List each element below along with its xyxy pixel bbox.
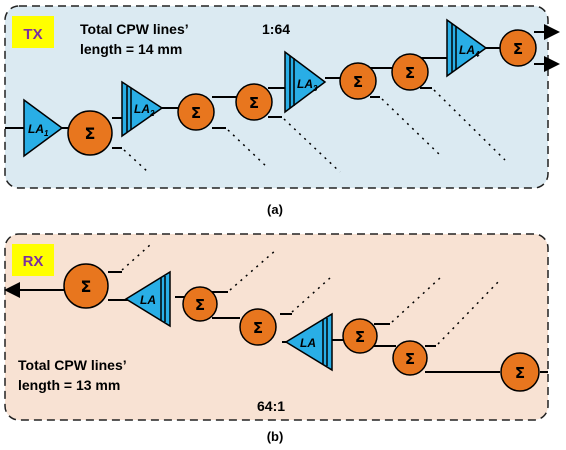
tx-amplifier-la1: LA1 (23, 98, 64, 158)
tx-dotted-lines (123, 89, 506, 173)
tx-combiner-3: Σ (235, 83, 273, 121)
rx-badge-text: RX (23, 253, 44, 270)
rx-dotted-lines (121, 244, 501, 345)
svg-text:LA: LA (300, 336, 316, 350)
svg-text:Σ: Σ (195, 296, 205, 314)
tx-panel-background (4, 5, 549, 189)
svg-text:LA1: LA1 (28, 122, 49, 138)
tx-panel: TX Total CPW lines’ length = 14 mm 1:64 (4, 5, 560, 189)
svg-text:Σ: Σ (405, 64, 415, 82)
tx-combiner-1: Σ (67, 110, 113, 156)
svg-text:Σ: Σ (85, 124, 96, 143)
rx-note-line1: Total CPW lines’ (18, 357, 127, 373)
tx-amplifier-la3: LA3 (284, 50, 327, 114)
tx-badge (12, 16, 54, 48)
tx-ratio: 1:64 (262, 21, 290, 37)
rx-combiner-1: Σ (63, 263, 109, 309)
caption-b: (b) (267, 429, 284, 444)
rx-combiner-5: Σ (392, 340, 428, 376)
tx-combiner-2: Σ (177, 93, 215, 131)
rx-ratio: 64:1 (257, 398, 285, 414)
svg-text:LA4: LA4 (459, 43, 480, 59)
rx-amplifier-2: LA (284, 312, 333, 372)
svg-text:Σ: Σ (191, 104, 201, 122)
svg-text:Σ: Σ (405, 350, 415, 368)
caption-a: (a) (267, 202, 283, 217)
svg-text:Σ: Σ (513, 40, 523, 58)
tx-combiner-5: Σ (391, 53, 429, 91)
rx-panel: RX Total CPW lines’ length = 13 mm 64:1 (4, 233, 549, 421)
rx-combiner-2: Σ (182, 286, 218, 322)
svg-text:Σ: Σ (355, 328, 365, 346)
svg-text:Σ: Σ (515, 364, 525, 382)
rx-combiner-3: Σ (239, 308, 277, 346)
tx-badge-text: TX (23, 26, 42, 43)
svg-text:LA: LA (140, 293, 156, 307)
tx-note-line2: length = 14 mm (80, 41, 182, 57)
rx-wires (108, 271, 548, 373)
tx-combiner-4: Σ (339, 62, 377, 100)
rx-badge (12, 244, 54, 276)
tx-combiner-6: Σ (499, 29, 537, 67)
svg-text:LA3: LA3 (297, 77, 318, 93)
svg-text:Σ: Σ (353, 73, 363, 91)
svg-text:Σ: Σ (253, 319, 263, 337)
tx-amplifier-la4: LA4 (446, 18, 488, 78)
rx-amplifier-1: LA (124, 270, 171, 328)
tx-note-line1: Total CPW lines’ (80, 21, 189, 37)
rx-note-line2: length = 13 mm (18, 377, 120, 393)
tx-wires (5, 47, 502, 149)
rx-combiner-4: Σ (342, 318, 378, 354)
tx-amplifier-la2: LA2 (121, 80, 164, 138)
svg-text:Σ: Σ (249, 94, 259, 112)
rx-combiner-6: Σ (500, 352, 540, 392)
svg-text:Σ: Σ (81, 277, 92, 296)
svg-text:LA2: LA2 (134, 102, 155, 118)
